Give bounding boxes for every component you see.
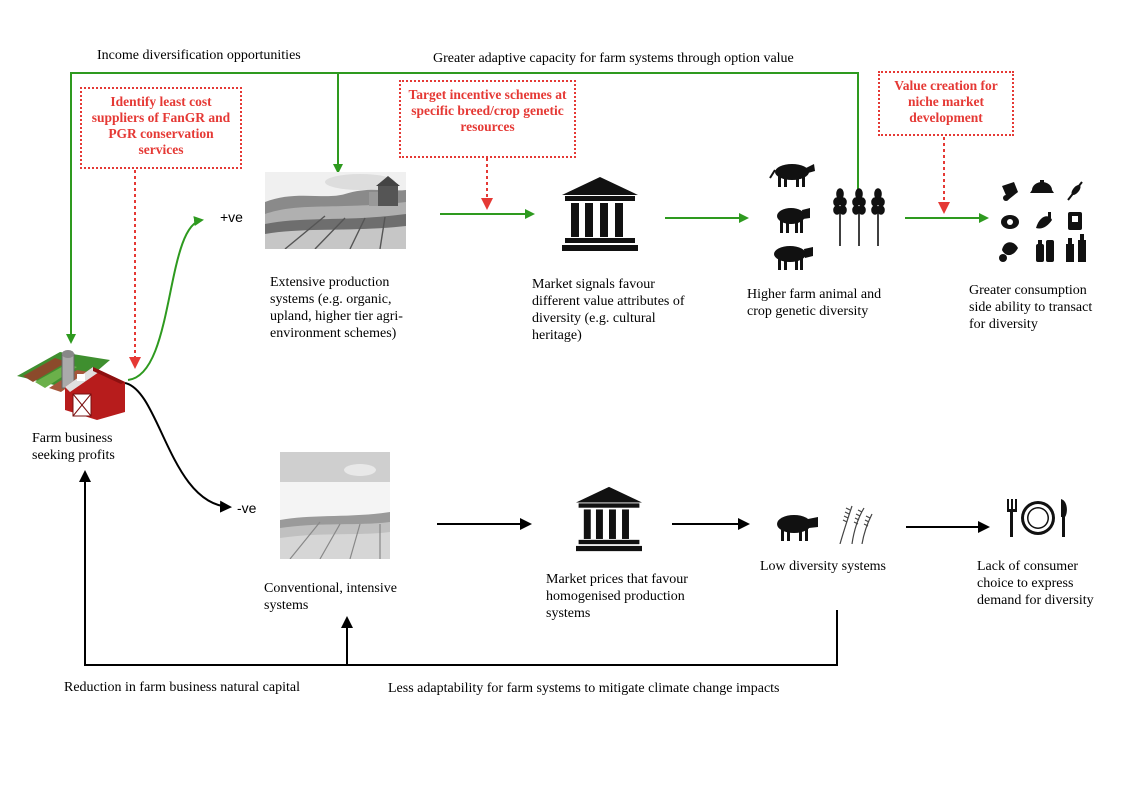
income-diversification-label: Income diversification opportunities <box>97 48 301 63</box>
adaptive-capacity-label: Greater adaptive capacity for farm syste… <box>433 51 794 66</box>
cattle-icon <box>774 246 813 270</box>
greater-consumption-label: Greater consumption side ability to tran… <box>969 283 1093 332</box>
cattle-icon <box>769 164 815 187</box>
adaptive-feedback-line <box>66 72 859 344</box>
low-diversity-label: Low diversity systems <box>760 559 886 574</box>
market-building-icon <box>562 177 638 251</box>
market-signals-label: Market signals favour different value at… <box>532 277 685 343</box>
wheat-icon <box>833 188 885 246</box>
market-building-icon <box>576 486 642 552</box>
positive-sign: +ve <box>220 209 243 225</box>
cattle-icon <box>777 515 818 541</box>
climate-feedback-line <box>79 470 838 666</box>
target-incentive-box: Target incentive schemes at specific bre… <box>399 80 576 158</box>
least-cost-suppliers-box: Identify least cost suppliers of FanGR a… <box>80 87 242 169</box>
negative-sign: -ve <box>237 500 257 516</box>
extensive-systems-label: Extensive production systems (e.g. organ… <box>270 275 403 341</box>
plate-cutlery-icon <box>1007 499 1067 537</box>
conventional-systems-label: Conventional, intensive systems <box>264 581 397 613</box>
cattle-icon <box>777 208 810 233</box>
wheat-icon <box>839 505 873 544</box>
food-products-icon <box>999 180 1086 262</box>
value-creation-box: Value creation for niche market developm… <box>878 71 1014 136</box>
positive-branch-curve <box>127 216 204 381</box>
market-prices-label: Market prices that favour homogenised pr… <box>546 572 688 621</box>
lack-choice-label: Lack of consumer choice to express deman… <box>977 559 1094 608</box>
farm-business-label: Farm business seeking profits <box>32 431 115 463</box>
higher-diversity-label: Higher farm animal and crop genetic dive… <box>747 287 882 319</box>
negative-branch-curve <box>124 382 232 513</box>
natural-capital-label: Reduction in farm business natural capit… <box>64 680 300 695</box>
extensive-landscape-icon <box>265 172 406 249</box>
intensive-landscape-icon <box>280 452 390 559</box>
less-adaptability-label: Less adaptability for farm systems to mi… <box>388 681 780 696</box>
farm-barn-icon <box>17 350 125 420</box>
